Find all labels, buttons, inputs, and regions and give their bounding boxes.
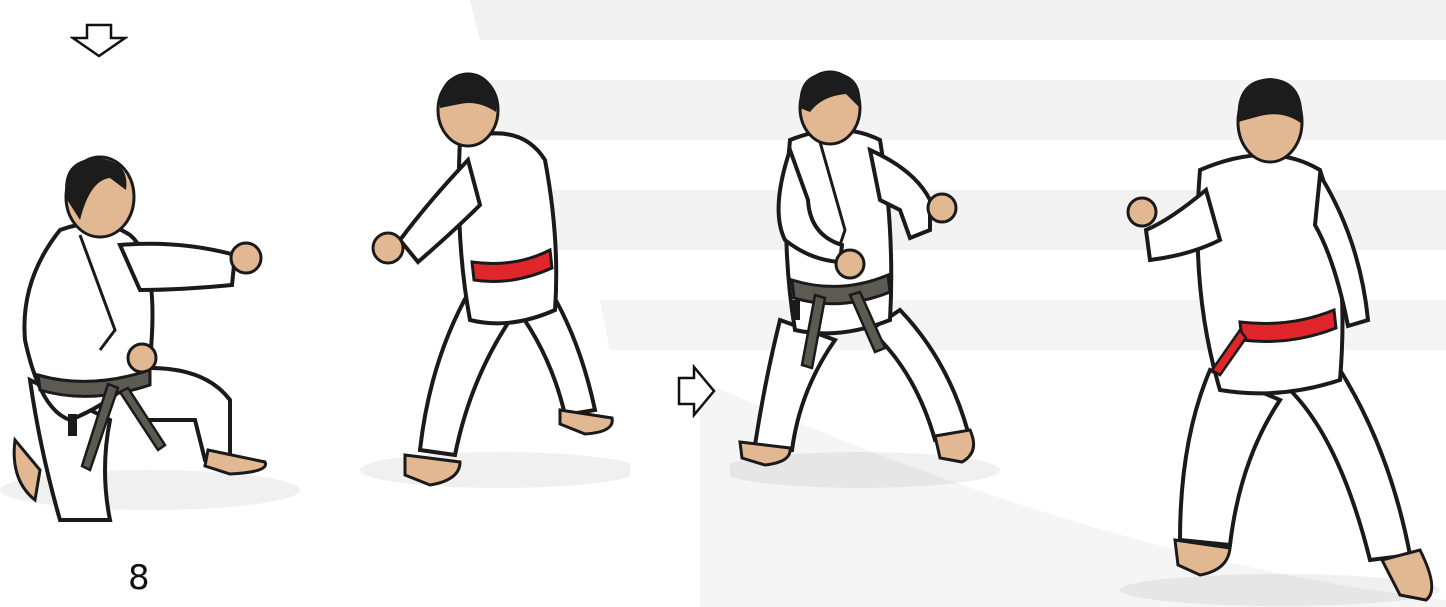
figure-back-view-1 bbox=[360, 0, 630, 500]
step-number: 8 bbox=[128, 558, 150, 598]
arrow-right-icon bbox=[676, 364, 718, 418]
figure-kneeling bbox=[0, 0, 300, 540]
figure-front-stance bbox=[730, 0, 1000, 500]
figure-back-view-2 bbox=[1120, 0, 1446, 607]
